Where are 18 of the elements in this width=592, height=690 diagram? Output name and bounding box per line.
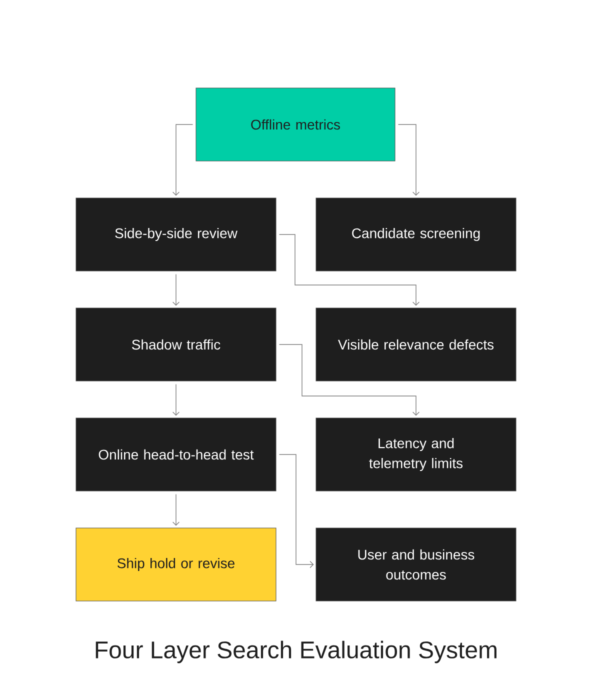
process-box: Offline metrics — [196, 88, 396, 162]
arrow — [172, 494, 180, 526]
process-box: Ship hold or revise — [76, 528, 276, 602]
process-box: Candidate screening — [316, 198, 516, 272]
arrow — [278, 454, 314, 568]
arrow — [278, 234, 420, 306]
arrow — [278, 344, 420, 416]
arrow — [172, 274, 180, 306]
process-box: User and business outcomes — [316, 528, 516, 602]
arrow — [172, 384, 180, 416]
process-box: Shadow traffic — [76, 308, 276, 382]
process-box: Side-by-side review — [76, 198, 276, 272]
title: Four Layer Search Evaluation System — [96, 640, 496, 664]
process-box: Latency and telemetry limits — [316, 418, 516, 492]
arrow — [172, 124, 194, 196]
process-box: Visible relevance defects — [316, 308, 516, 382]
process-box: Online head-to-head test — [76, 418, 276, 492]
arrow — [398, 124, 420, 196]
